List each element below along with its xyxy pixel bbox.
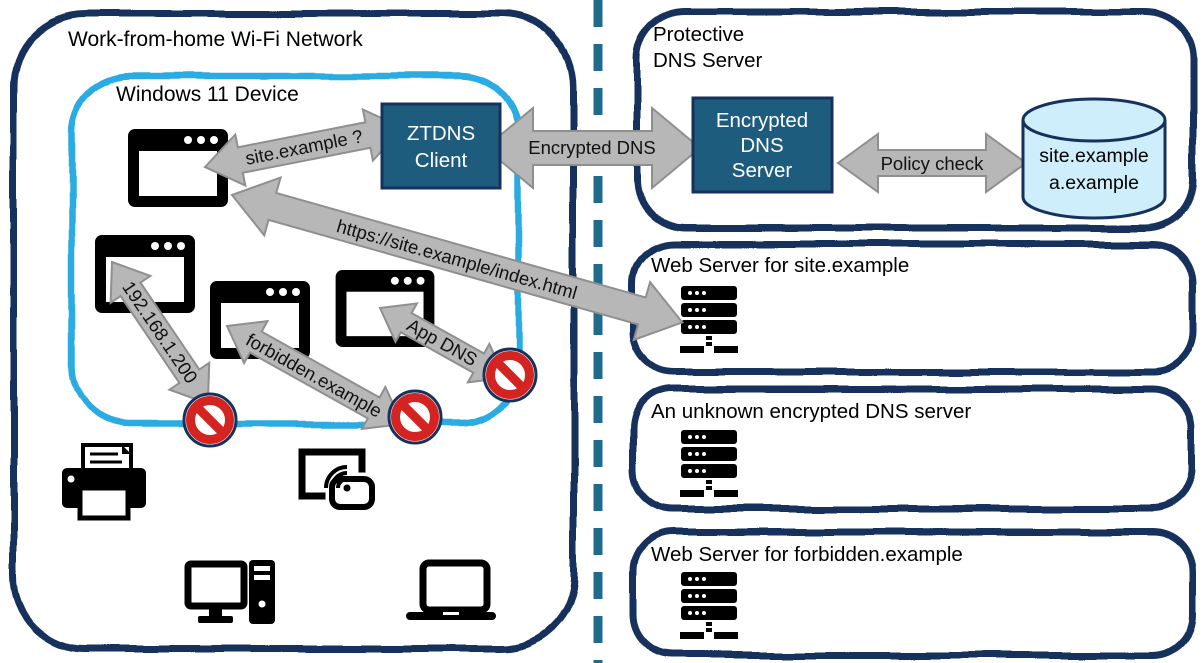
protective-dns-boundary [633,8,1197,232]
encrypted-dns-label: Encrypted DNS [528,137,656,158]
arrow-site-query: site.example ? [203,107,405,188]
encrypted-server-label-3: Server [732,159,793,182]
arrow-encrypted-dns: Encrypted DNS [483,105,702,191]
unknown-dns-title: An unknown encrypted DNS server [651,400,971,423]
blocked-sign-icon [387,389,443,445]
database-label-1: site.example [1039,145,1148,167]
server-rack-icon [680,572,738,639]
wireless-display-icon [298,448,379,514]
wifi-network-boundary [10,10,578,652]
printer-icon [62,443,146,521]
windows-device-boundary [68,72,522,428]
server-rack-icon [680,286,738,353]
encrypted-server-label-1: Encrypted [716,109,808,132]
blocked-sign-icon [182,392,238,448]
encrypted-dns-server-box: Encrypted DNS Server [691,96,834,194]
web-server-site-title: Web Server for site.example [651,254,909,277]
encrypted-server-label-2: DNS [740,134,783,157]
protective-dns-title-1: Protective [653,23,744,46]
ztdns-client-label-2: Client [415,149,468,172]
server-rack-icon [680,430,738,497]
laptop-icon [406,559,496,620]
wifi-network-title: Work-from-home Wi-Fi Network [68,28,363,51]
arrow-policy-check: Policy check [836,132,1028,194]
windows-device-title: Windows 11 Device [116,83,299,106]
unknown-dns-boundary [629,385,1197,513]
site-query-label: site.example ? [243,125,364,169]
ztdns-client-label-1: ZTDNS [407,122,475,145]
web-server-forbidden-boundary [629,528,1197,659]
policy-check-label: Policy check [881,153,985,174]
desktop-computer-icon [184,560,275,624]
database-label-2: a.example [1049,172,1139,194]
ztdns-client-box: ZTDNS Client [380,102,502,190]
web-server-forbidden-title: Web Server for forbidden.example [651,543,963,566]
policy-database-cylinder: site.example a.example [1021,97,1167,220]
wifi-waves-icon [324,465,351,492]
blocked-sign-icon [482,347,538,403]
protective-dns-title-2: DNS Server [653,49,763,72]
